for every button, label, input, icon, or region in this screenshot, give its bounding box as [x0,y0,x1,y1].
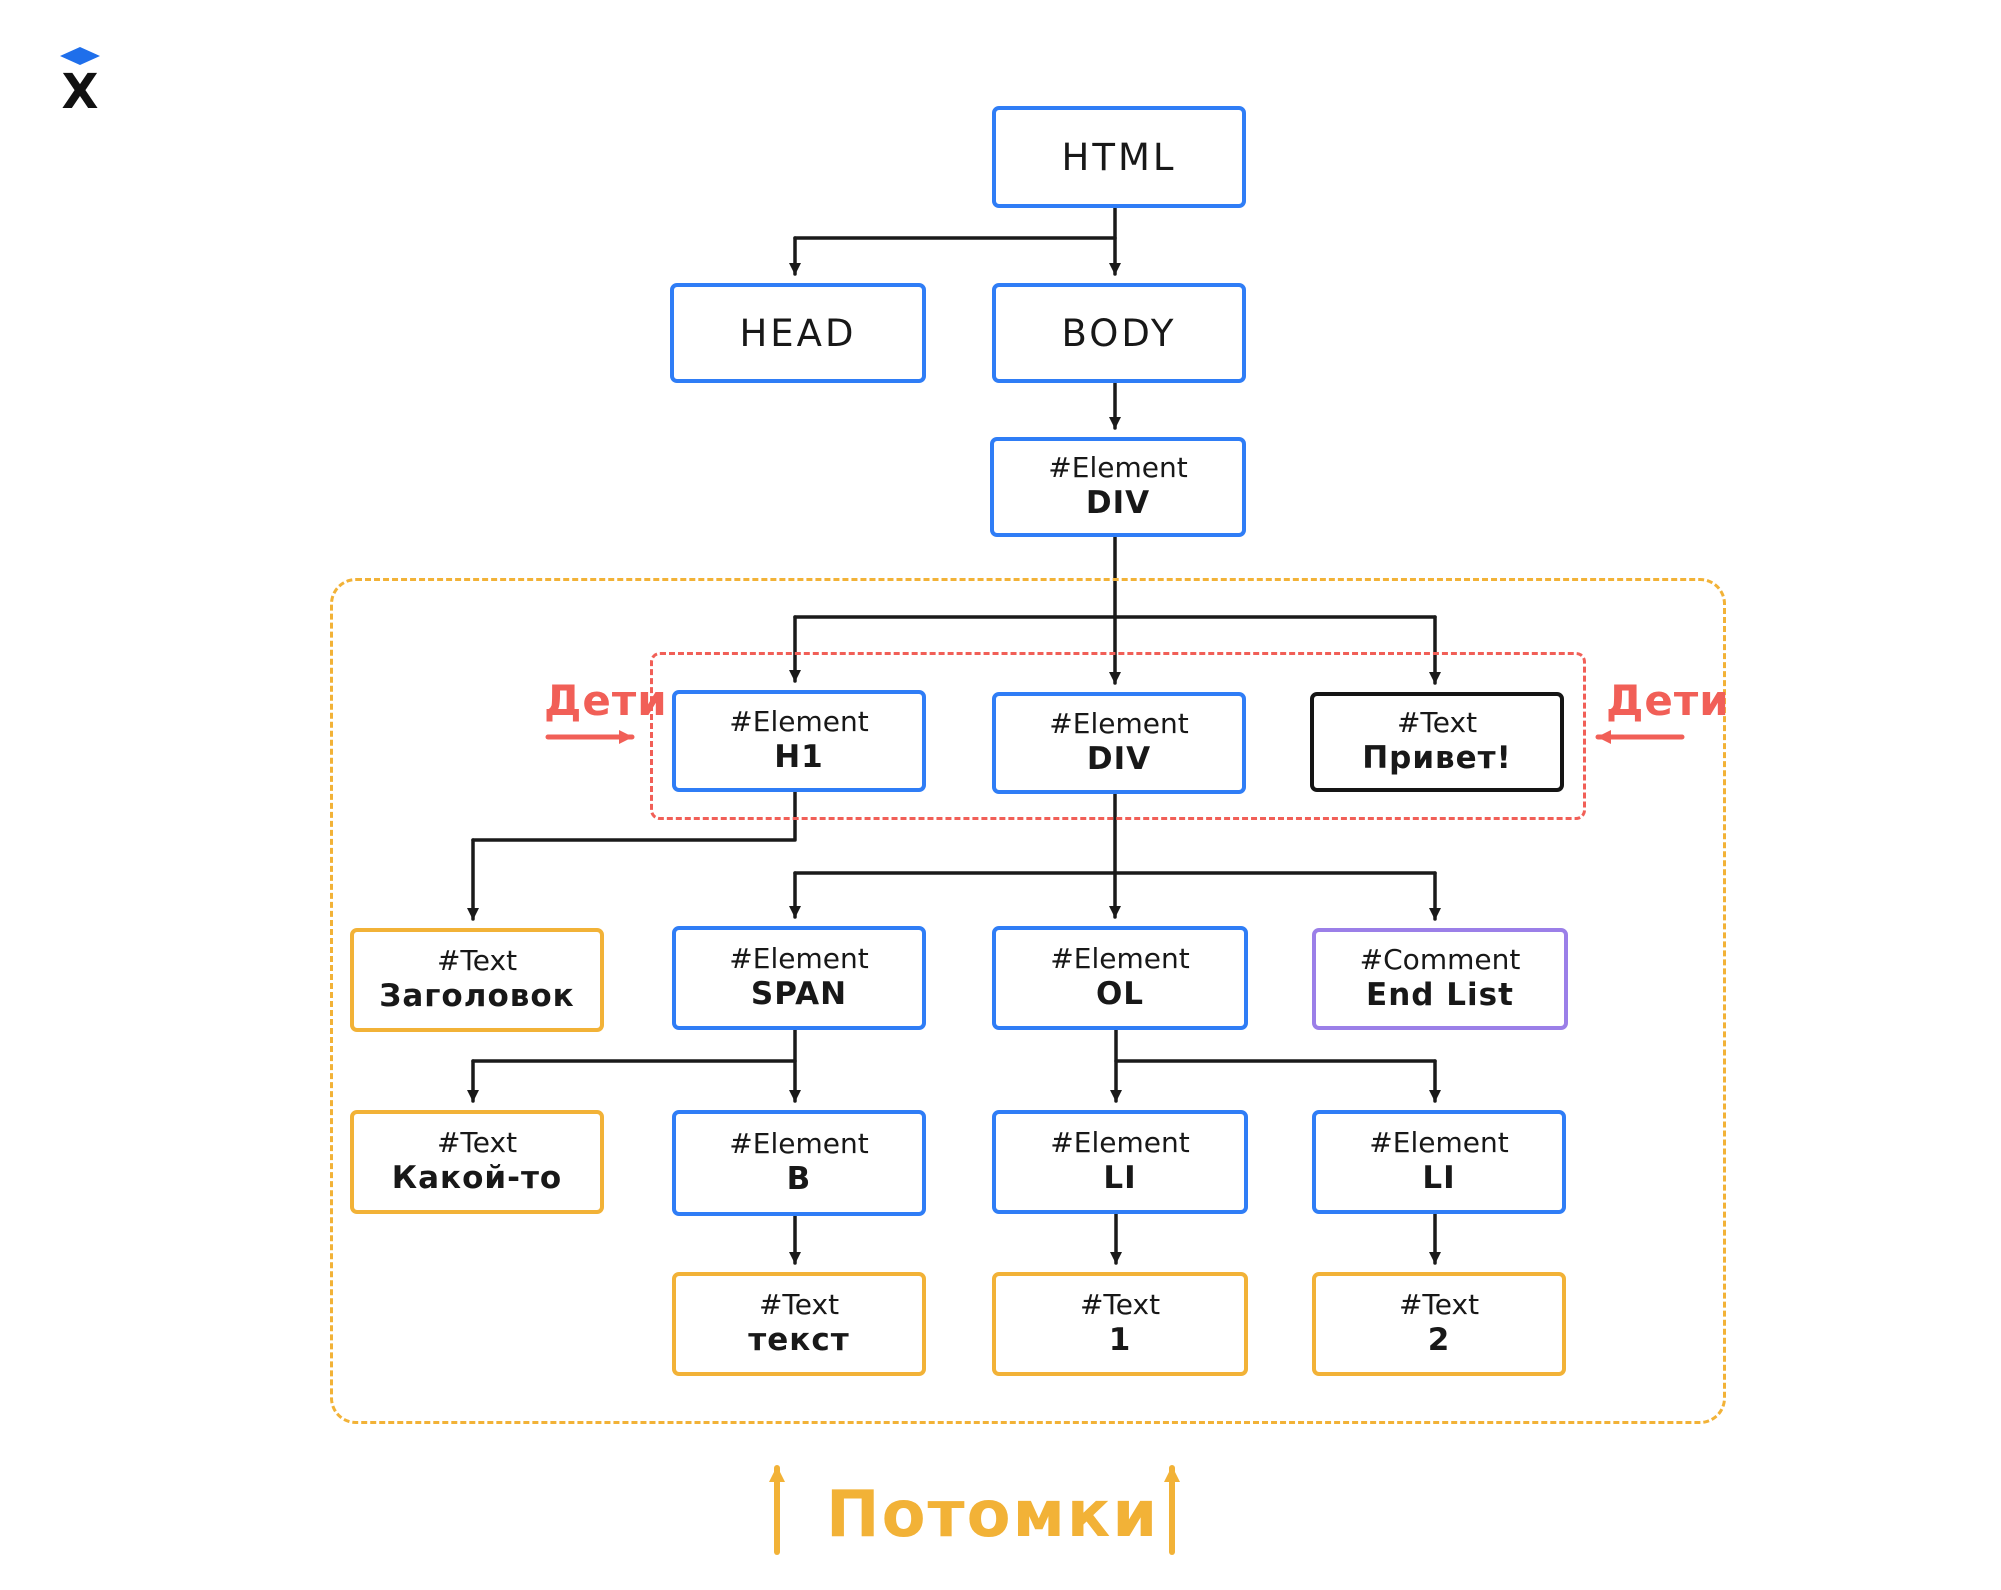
node-text-2: #Text 2 [1312,1272,1566,1376]
node-element-div: #Element DIV [990,437,1246,537]
node-name-label: 2 [1427,1321,1451,1358]
node-type-label: #Text [436,1125,518,1159]
children-label-right: Дети [1606,676,1730,725]
node-name-label: LI [1103,1159,1137,1196]
node-element-span: #Element SPAN [672,926,926,1030]
node-type-label: #Text [758,1287,840,1321]
node-type-label: #Element [729,1126,869,1160]
node-element-li2: #Element LI [1312,1110,1566,1214]
node-name-label: 1 [1108,1321,1132,1358]
node-html-label: HTML [1061,135,1177,179]
node-html: HTML [992,106,1246,208]
node-text-privet: #Text Привет! [1310,692,1564,792]
node-type-label: #Text [1396,705,1478,739]
node-text-zagolovok: #Text Заголовок [350,928,604,1032]
node-type-label: #Element [729,941,869,975]
node-type-label: #Element [729,704,869,738]
node-element-h1: #Element H1 [672,690,926,792]
hexlet-logo: X [58,46,102,120]
logo-cap-icon [60,47,100,65]
node-text-kakoyto: #Text Какой-то [350,1110,604,1214]
node-type-label: #Element [1050,941,1190,975]
node-element-div2: #Element DIV [992,692,1246,794]
node-element-li1: #Element LI [992,1110,1248,1214]
node-name-label: DIV [1086,740,1152,777]
node-type-label: #Element [1048,450,1188,484]
node-name-label: End List [1366,976,1514,1013]
descendants-group-outline [330,578,1726,1424]
node-name-label: LI [1422,1159,1456,1196]
children-label-left: Дети [544,676,668,725]
node-element-b: #Element B [672,1110,926,1216]
node-type-label: #Element [1369,1125,1509,1159]
node-text-1: #Text 1 [992,1272,1248,1376]
node-name-label: текст [748,1321,850,1358]
node-text-tekst: #Text текст [672,1272,926,1376]
node-name-label: DIV [1085,484,1151,521]
node-name-label: H1 [774,738,824,775]
node-name-label: Заголовок [379,977,575,1014]
node-type-label: #Text [1079,1287,1161,1321]
node-type-label: #Element [1049,706,1189,740]
node-name-label: SPAN [750,975,848,1012]
node-type-label: #Text [1398,1287,1480,1321]
node-name-label: Какой-то [391,1159,563,1196]
node-head: HEAD [670,283,926,383]
descendants-label: Потомки [826,1478,1160,1552]
node-type-label: #Text [436,943,518,977]
children-group-outline [650,652,1586,820]
node-element-ol: #Element OL [992,926,1248,1030]
node-name-label: Привет! [1362,739,1512,776]
node-comment-endlist: #Comment End List [1312,928,1568,1030]
node-name-label: B [786,1160,812,1197]
node-head-label: HEAD [739,311,857,355]
node-body-label: BODY [1061,311,1177,355]
node-body: BODY [992,283,1246,383]
node-name-label: OL [1095,975,1145,1012]
node-type-label: #Element [1050,1125,1190,1159]
node-type-label: #Comment [1359,942,1521,976]
hexlet-logo-icon: X [60,47,100,120]
logo-letter: X [61,64,98,112]
